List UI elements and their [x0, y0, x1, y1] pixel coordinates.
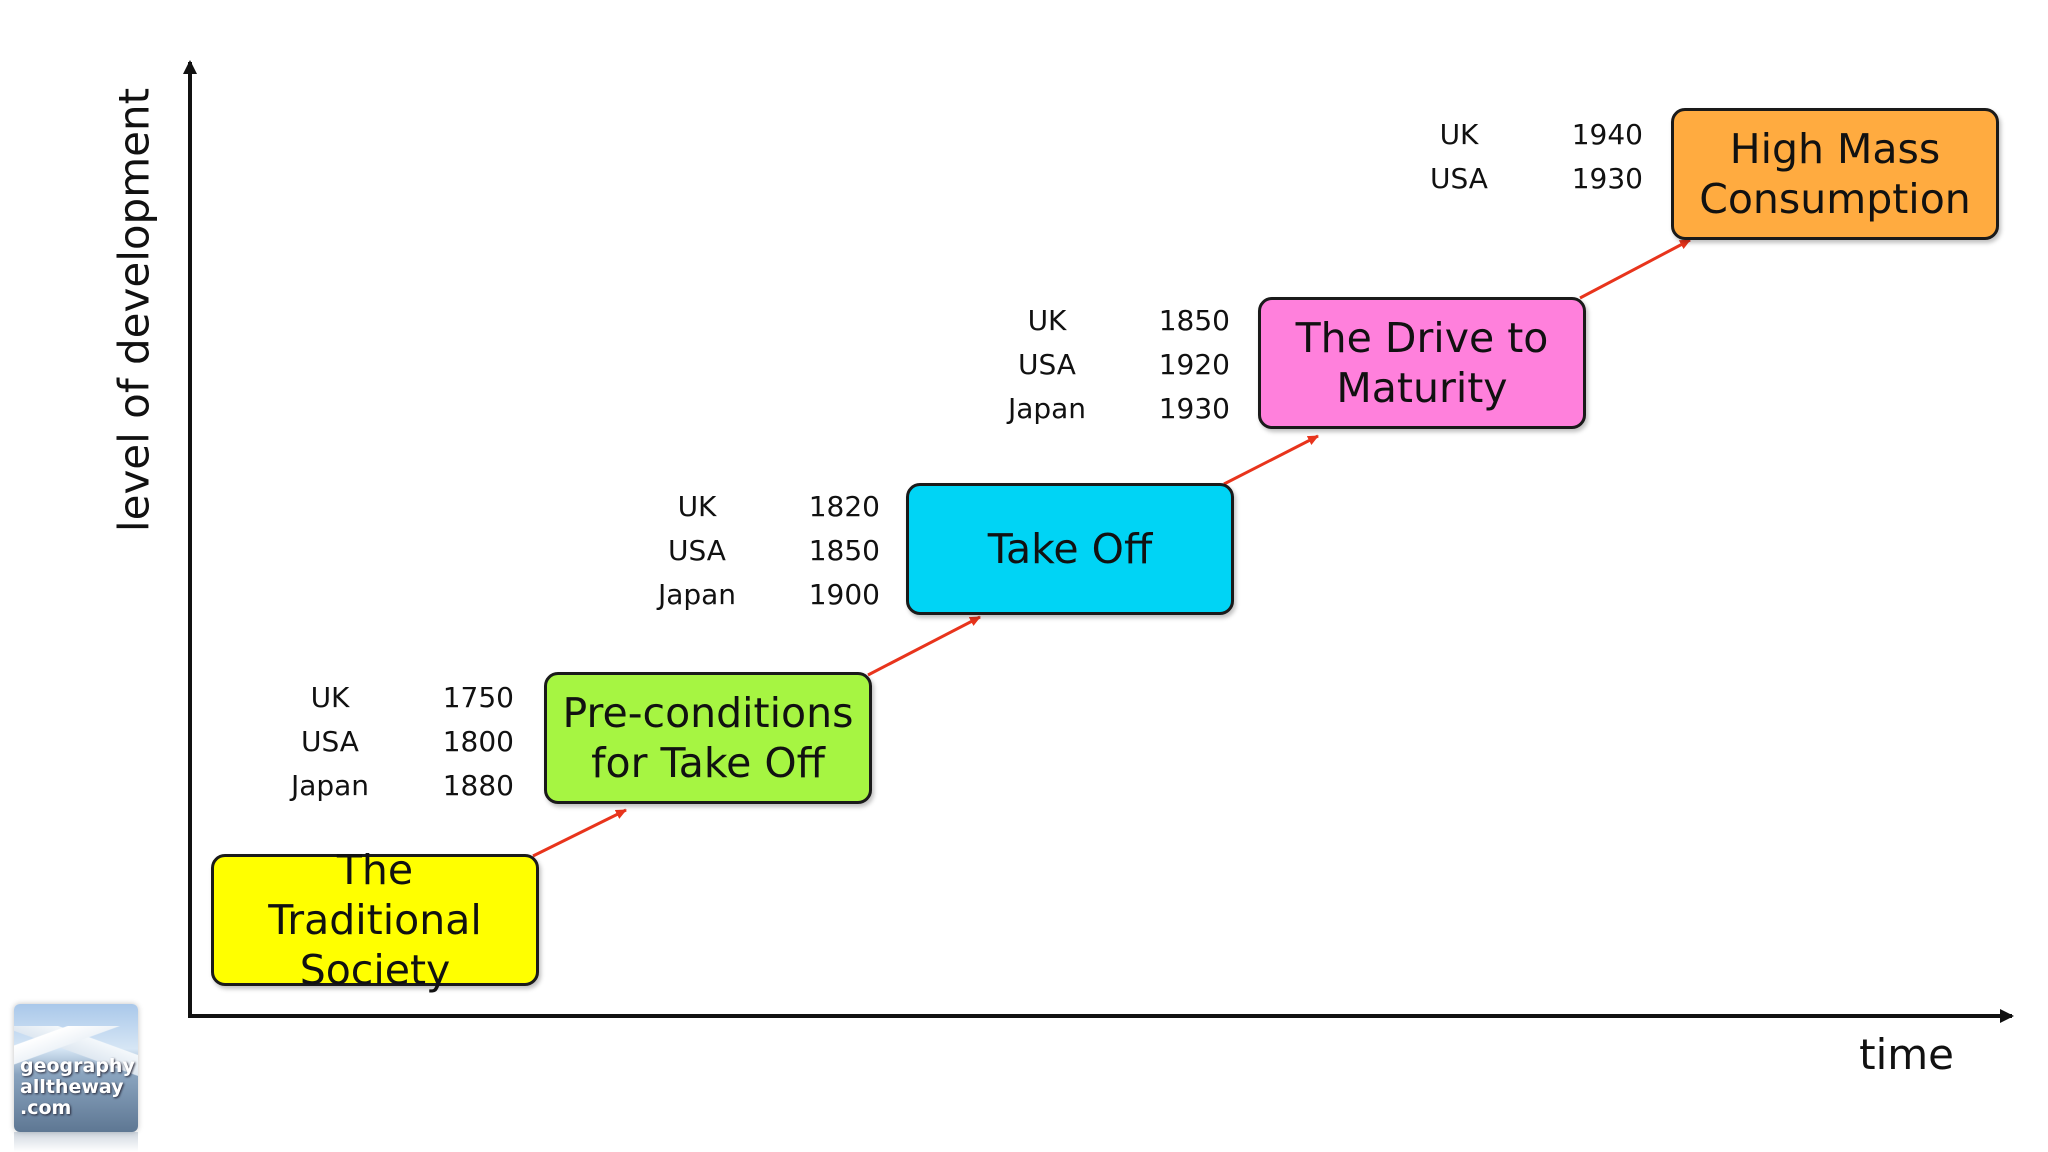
stage-label-line: Pre-conditions — [562, 689, 854, 737]
year-label: 1750 — [442, 681, 514, 714]
country-label: UK — [1439, 118, 1479, 151]
stage-label-line: Take Off — [987, 525, 1153, 573]
year-label: 1850 — [1158, 304, 1230, 337]
year-label: 1800 — [442, 725, 514, 758]
year-label: 1820 — [808, 490, 880, 523]
year-label: 1880 — [442, 769, 514, 802]
logo-text: geography alltheway .com — [20, 1055, 135, 1119]
country-label: USA — [1018, 348, 1076, 381]
x-axis-label: time — [1859, 1030, 1954, 1079]
stage-box-take-off: Take Off — [906, 483, 1234, 615]
country-label: USA — [301, 725, 359, 758]
stage-label-line: High Mass — [1729, 125, 1941, 173]
year-label: 1900 — [808, 578, 880, 611]
stage-label-line: The Drive to — [1295, 314, 1549, 362]
stage-arrows — [532, 238, 1691, 858]
year-label: 1940 — [1571, 118, 1643, 151]
country-label: Japan — [1007, 392, 1087, 425]
stage-connector-arrow — [1579, 238, 1691, 300]
stage-label-line: Society — [299, 946, 451, 994]
year-label: 1930 — [1571, 162, 1643, 195]
country-label: USA — [668, 534, 726, 567]
mountain-image — [14, 1026, 138, 1076]
country-label: Japan — [290, 769, 370, 802]
country-label: UK — [677, 490, 717, 523]
country-label: Japan — [657, 578, 737, 611]
stage-label-line: Maturity — [1336, 364, 1508, 412]
stage-label: Take Off — [988, 524, 1152, 574]
country-label: UK — [1027, 304, 1067, 337]
stage-connector-arrow — [867, 615, 981, 677]
stage-label-line: The Traditional — [268, 846, 482, 944]
country-label: USA — [1430, 162, 1488, 195]
logo-reflection — [14, 1132, 138, 1152]
year-label: 1850 — [808, 534, 880, 567]
y-axis-label: level of development — [109, 87, 159, 533]
year-label: 1920 — [1158, 348, 1230, 381]
country-label: UK — [310, 681, 350, 714]
stage-connector-arrow — [1223, 434, 1319, 486]
stage-label-line: Consumption — [1699, 175, 1971, 223]
stage-label-line: for Take Off — [591, 739, 825, 787]
stage-connector-arrow — [532, 808, 627, 858]
site-logo: geography alltheway .com — [14, 1004, 138, 1132]
year-label: 1930 — [1158, 392, 1230, 425]
